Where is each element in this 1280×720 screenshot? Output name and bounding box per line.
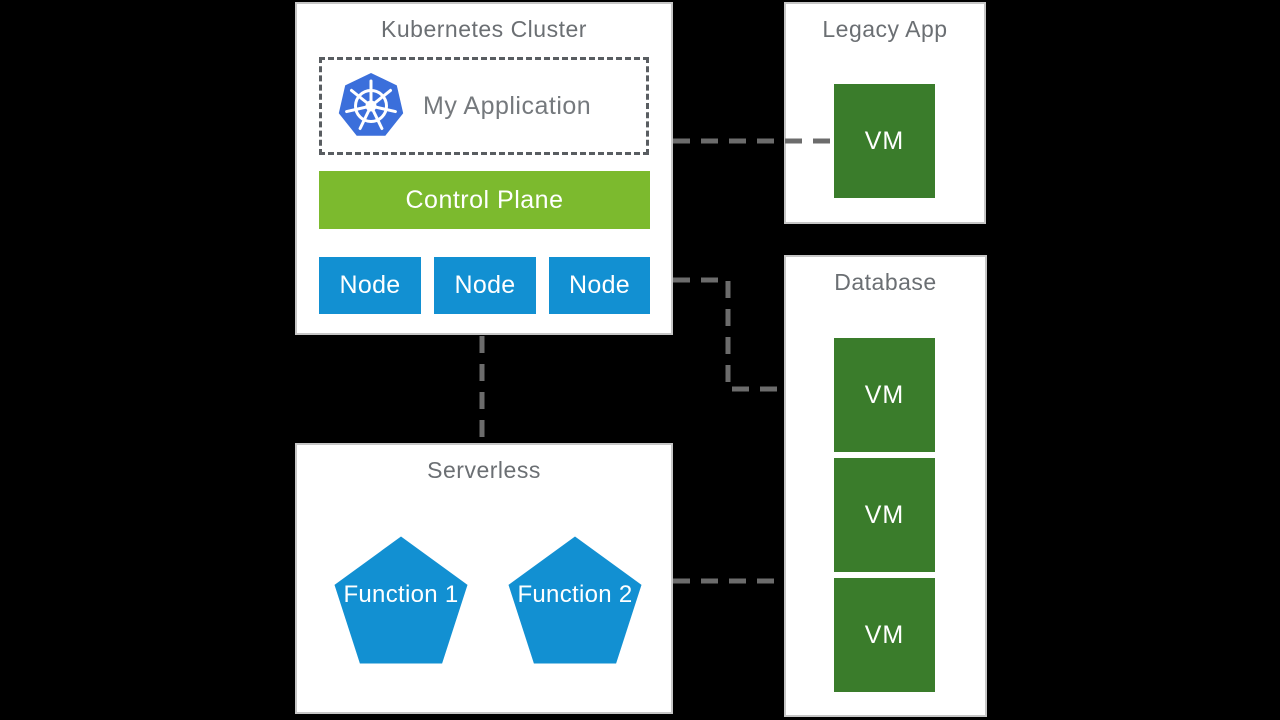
kubernetes-logo-icon [338, 73, 404, 136]
legacy-app-vm: VM [834, 84, 935, 198]
control-plane-box: Control Plane [319, 171, 650, 229]
kubernetes-cluster-title: Kubernetes Cluster [381, 16, 587, 42]
function-2-pentagon: Function 2 [508, 536, 642, 664]
serverless-title: Serverless [427, 457, 541, 483]
node-box-3: Node [549, 257, 650, 314]
function-1-label: Function 1 [343, 581, 459, 608]
function-2-label: Function 2 [517, 581, 633, 608]
function-1-pentagon: Function 1 [334, 536, 468, 664]
kubernetes-cluster-box: Kubernetes Cluster My Application Contro [295, 2, 673, 335]
database-vm-3: VM [834, 578, 935, 692]
serverless-box: Serverless Function 1 Function 2 [295, 443, 673, 714]
database-title: Database [834, 269, 937, 295]
node-box-2: Node [434, 257, 536, 314]
database-vm-2: VM [834, 458, 935, 572]
node-box-1: Node [319, 257, 421, 314]
my-application-label: My Application [423, 91, 592, 120]
connector-cluster-to-database-vm1 [673, 277, 784, 392]
pentagon-icon [508, 536, 642, 664]
legacy-app-box: Legacy App VM [784, 2, 986, 224]
my-application-box: My Application [319, 57, 649, 155]
database-vm-1: VM [834, 338, 935, 452]
legacy-app-title: Legacy App [822, 16, 948, 42]
database-box: Database VM VM VM [784, 255, 987, 717]
pentagon-icon [334, 536, 468, 664]
